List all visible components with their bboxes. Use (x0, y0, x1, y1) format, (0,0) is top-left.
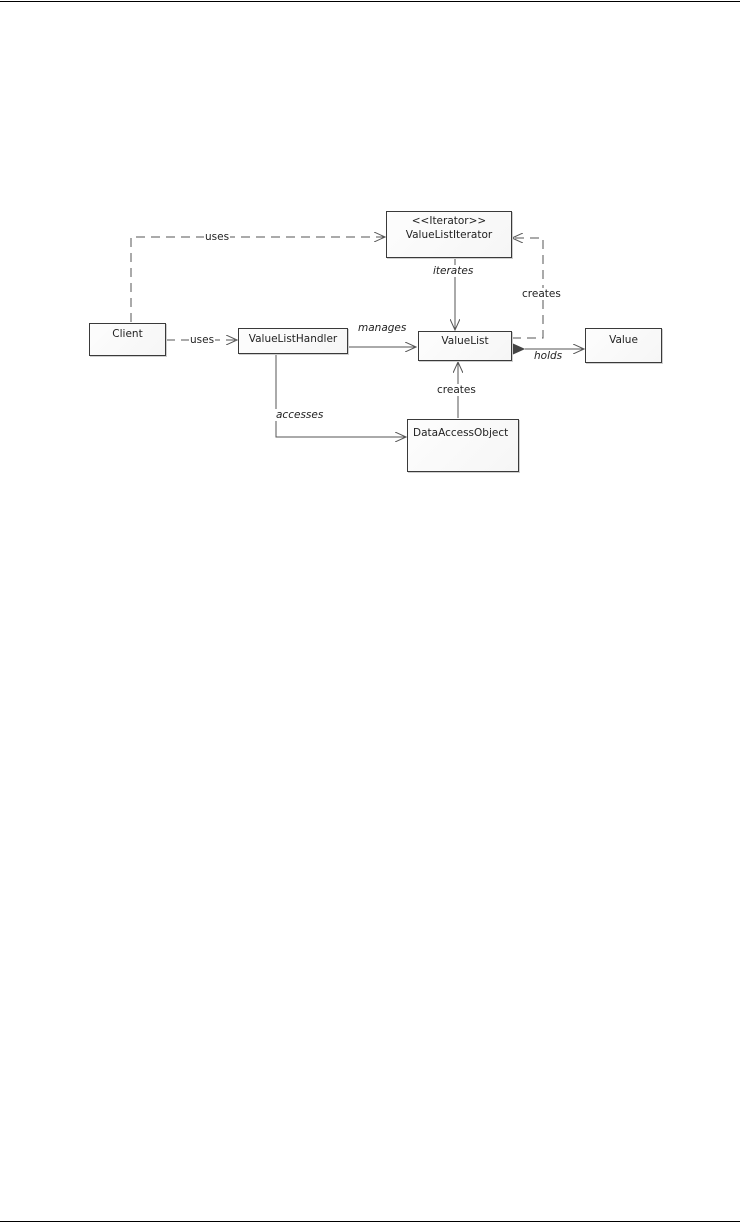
label-valuelist-creates-iterator: creates (521, 288, 562, 300)
top-rule (0, 1, 740, 2)
label-client-uses-handler: uses (189, 334, 216, 346)
edge-handler-accesses-dao (275, 355, 406, 437)
label-iterator-iterates-valuelist: iterates (432, 265, 475, 277)
class-name: Value (609, 334, 638, 346)
label-handler-accesses-dao: accesses (275, 409, 325, 421)
label-handler-manages-valuelist: manages (357, 322, 408, 334)
label-dao-creates-valuelist: creates (436, 384, 477, 396)
class-valuelist[interactable]: ValueList (418, 331, 512, 361)
class-client[interactable]: Client (89, 323, 166, 356)
edge-client-uses-iterator (130, 237, 385, 322)
class-name: DataAccessObject (413, 427, 509, 439)
label-valuelist-holds-value: holds (533, 350, 564, 362)
bottom-rule (0, 1221, 740, 1222)
class-name: Client (112, 328, 143, 340)
class-value[interactable]: Value (585, 328, 662, 363)
class-valuelisthandler[interactable]: ValueListHandler (238, 328, 348, 354)
class-dataaccessobject[interactable]: DataAccessObject (407, 419, 519, 472)
class-name: ValueList (441, 335, 489, 347)
class-name: ValueListHandler (248, 333, 338, 345)
class-name: ValueListIterator (405, 229, 493, 241)
class-valuelistiterator[interactable]: <<Iterator>> ValueListIterator (386, 211, 512, 258)
class-stereotype: <<Iterator>> (411, 215, 487, 227)
label-client-uses-iterator: uses (204, 231, 231, 243)
